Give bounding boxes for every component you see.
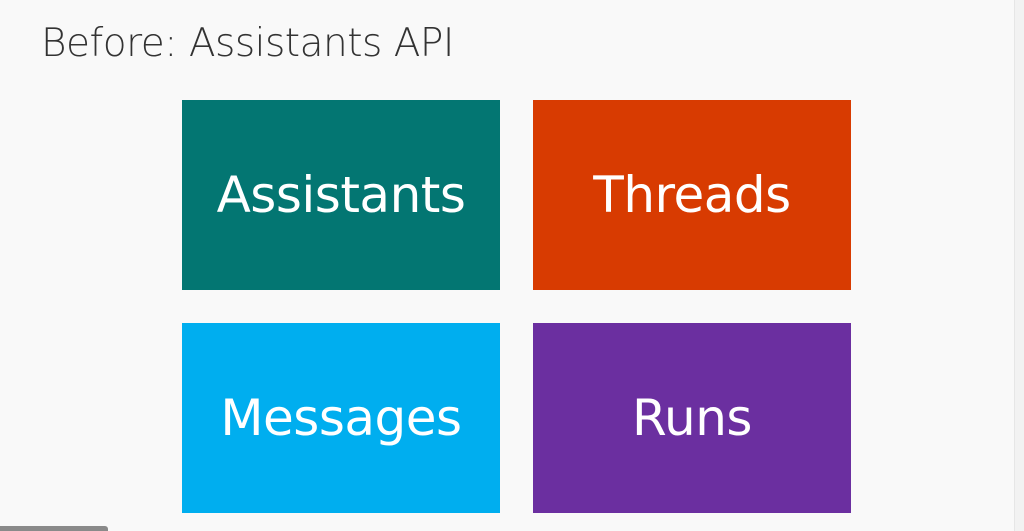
slide-title: Before: Assistants API	[41, 21, 454, 66]
messages-tile: Messages	[182, 323, 500, 513]
runs-label: Runs	[632, 389, 752, 447]
horizontal-scrollbar-thumb[interactable]	[0, 526, 108, 531]
assistants-tile: Assistants	[182, 100, 500, 290]
threads-label: Threads	[593, 166, 791, 224]
assistants-label: Assistants	[216, 166, 466, 224]
runs-tile: Runs	[533, 323, 851, 513]
right-edge-strip	[1014, 0, 1024, 531]
threads-tile: Threads	[533, 100, 851, 290]
messages-label: Messages	[220, 389, 462, 447]
